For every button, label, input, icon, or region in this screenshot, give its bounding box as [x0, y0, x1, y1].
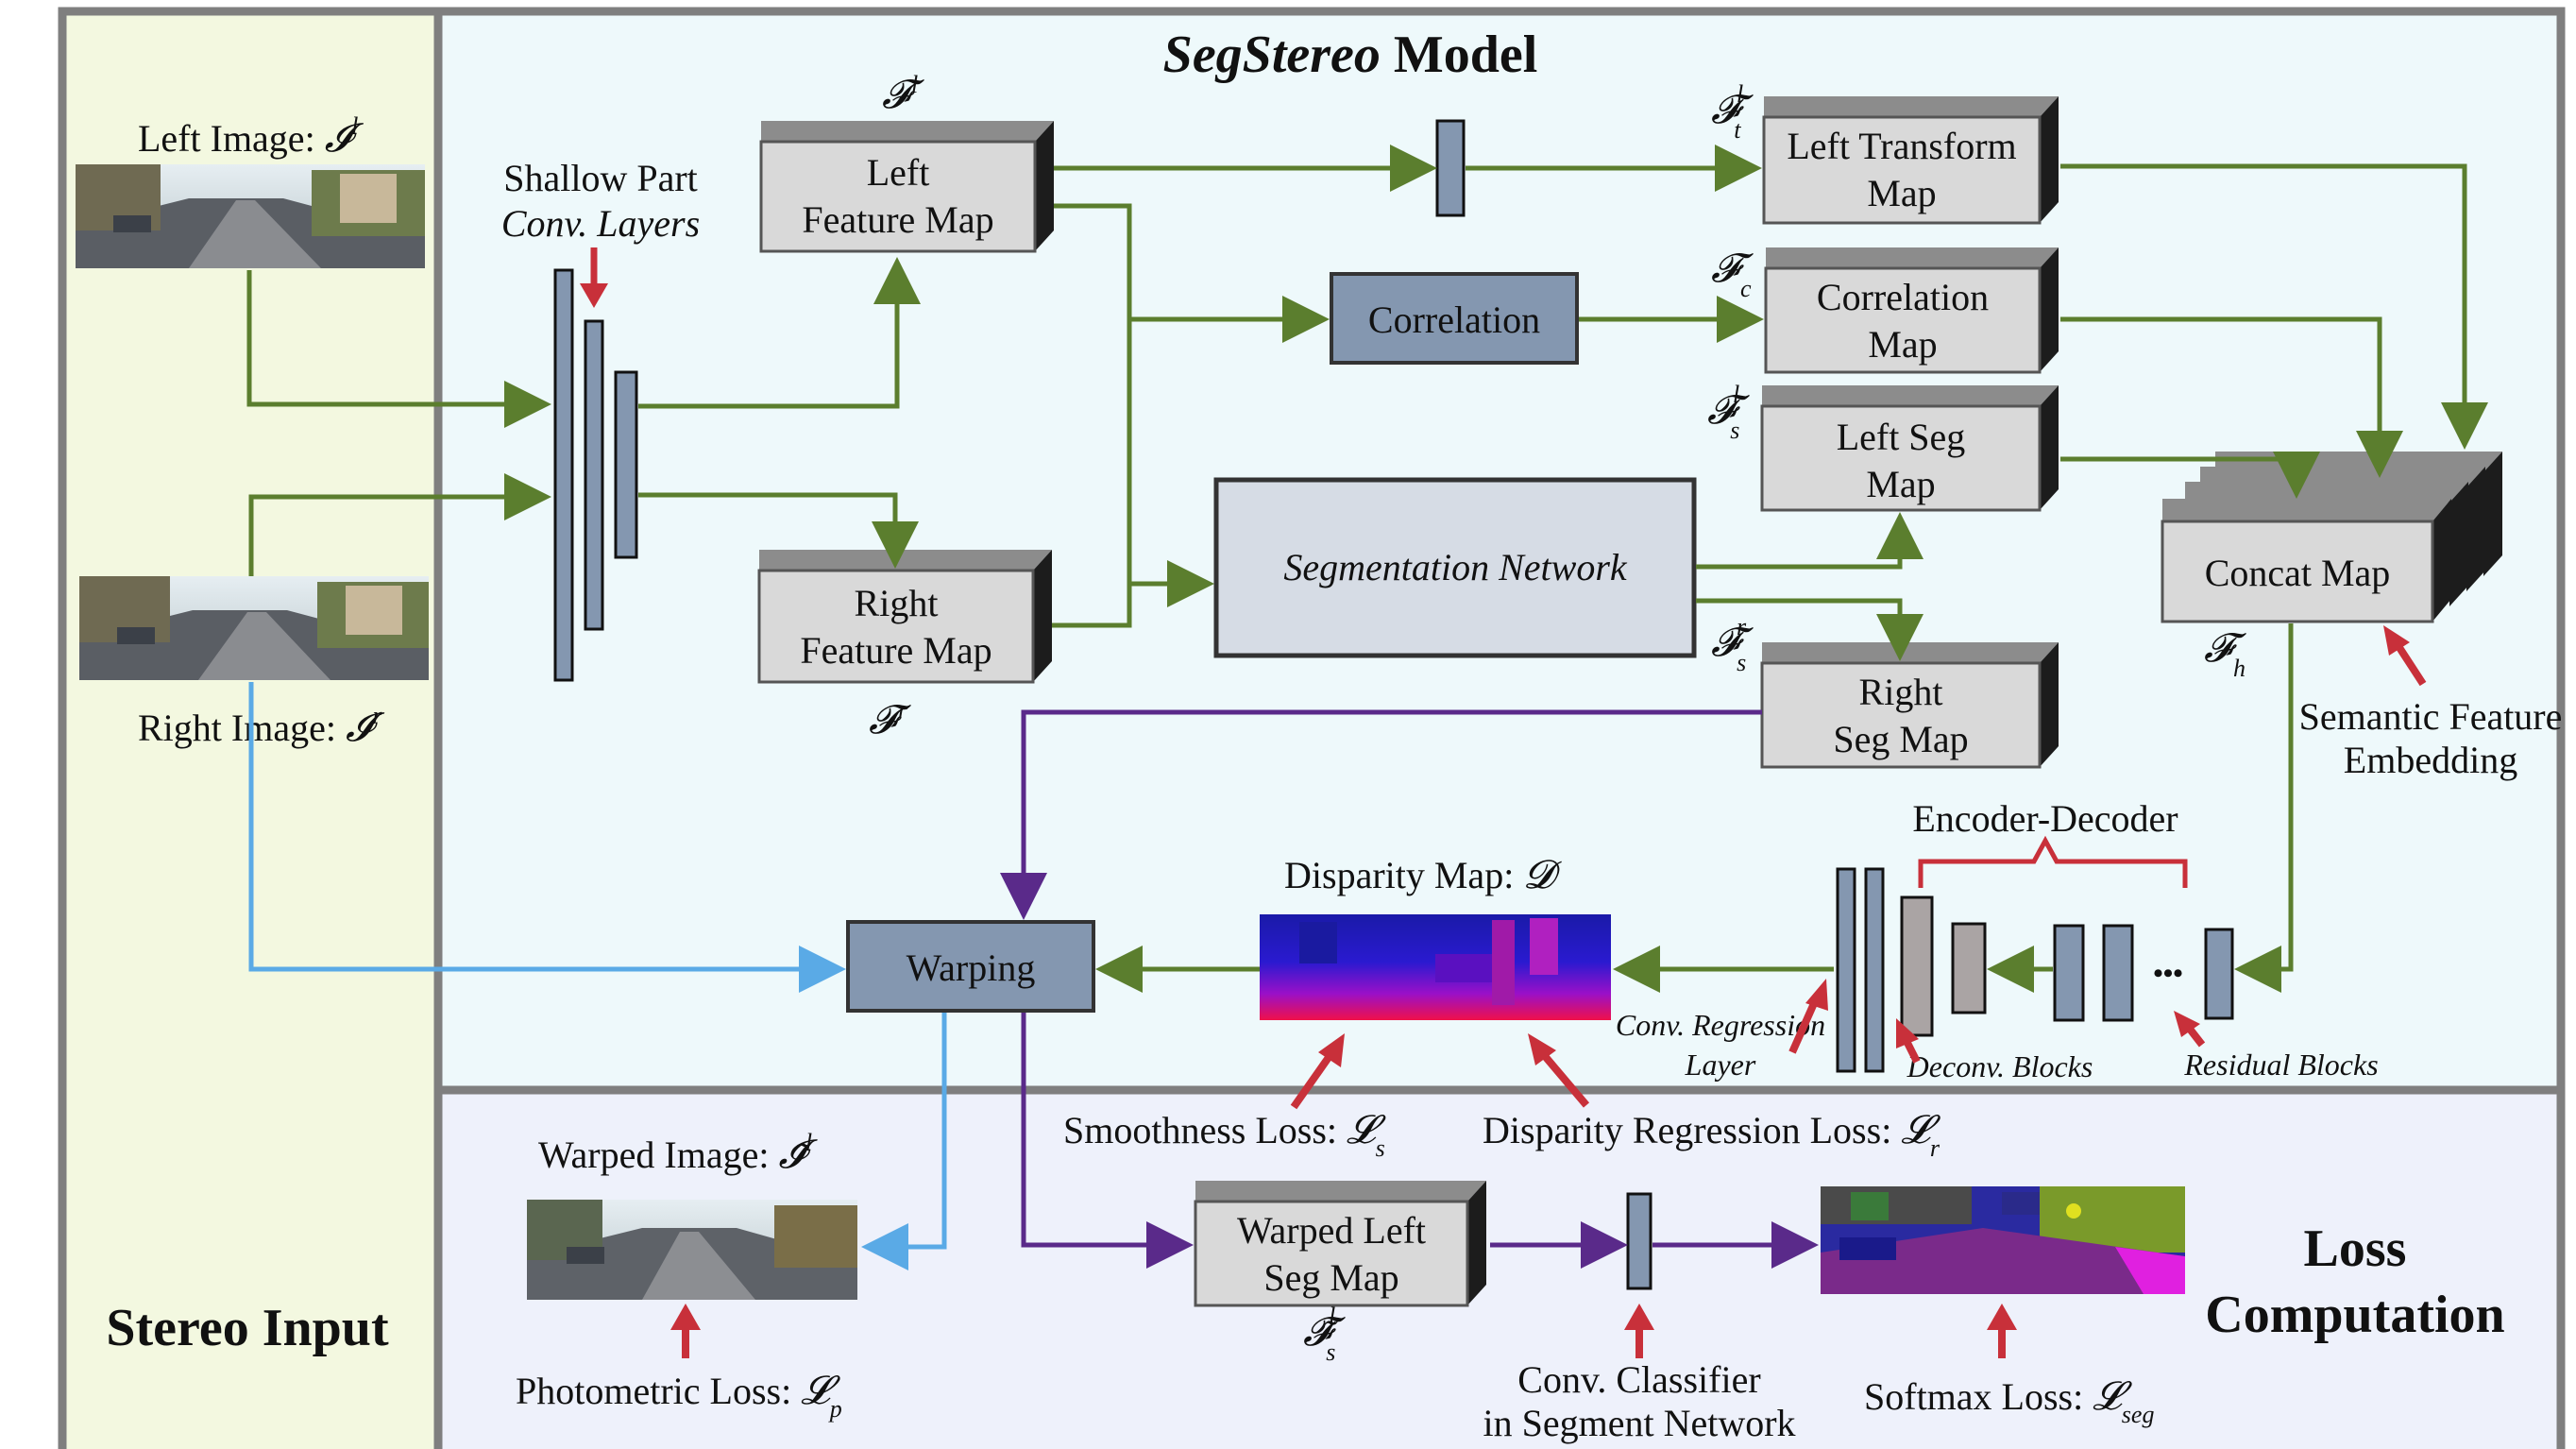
left-image-label: Left Image: 𝓘l [138, 112, 364, 161]
correlation-map-box [1764, 247, 2059, 374]
classifier-red-arrow [1624, 1304, 1654, 1358]
left-image-thumbnail [76, 164, 425, 268]
left-transform-map-line2: Map [1867, 172, 1936, 214]
conv-layers-label: Conv. Layers [501, 202, 700, 245]
green-connectors [246, 145, 2488, 993]
model-title-italic: SegStereo [1163, 26, 1381, 84]
conv-regression-layers [1836, 867, 1885, 1073]
correlation-map-line1: Correlation [1817, 276, 1989, 318]
model-title: SegStereo Model [1163, 26, 1538, 84]
loss-title-line2: Computation [2205, 1286, 2504, 1344]
right-seg-map-line1: Right [1859, 671, 1943, 713]
correlation-label: Correlation [1368, 298, 1540, 341]
photometric-red-arrow [670, 1304, 701, 1358]
warped-left-seg-map-box [1194, 1181, 1486, 1307]
right-seg-map-line2: Seg Map [1833, 718, 1968, 760]
conv-regression-line1: Conv. Regression [1616, 1008, 1825, 1042]
warped-left-seg-map-line1: Warped Left [1237, 1209, 1426, 1252]
right-image-label: Right Image: 𝓘r [138, 702, 385, 750]
left-transform-map-box [1762, 96, 2059, 225]
disparity-regression-red-arrow [1528, 1033, 1590, 1108]
residual-red-arrow [2174, 1011, 2206, 1048]
warped-image-thumbnail [527, 1200, 857, 1300]
left-feature-map-line2: Feature Map [802, 198, 993, 241]
left-feature-map-box [759, 121, 1054, 253]
transform-conv-block [1435, 119, 1466, 217]
left-seg-map-box [1760, 385, 2059, 512]
disparity-map-label: Disparity Map: 𝓓 [1284, 854, 1562, 897]
shallow-red-arrow [580, 247, 608, 308]
conv-classifier-line2: in Segment Network [1483, 1402, 1795, 1444]
semantic-embedding-red-arrow [2383, 625, 2427, 687]
smoothness-loss-label: Smoothness Loss: 𝓛s [1063, 1109, 1386, 1162]
correlation-box [1330, 272, 1579, 365]
model-title-rest: Model [1381, 26, 1537, 84]
segmentation-output-image [1821, 1186, 2185, 1294]
right-feature-map-box [757, 550, 1052, 684]
encoder-decoder-brace [1918, 835, 2188, 888]
concat-map-box [2161, 452, 2502, 623]
encoder-decoder-label: Encoder-Decoder [1912, 797, 2178, 840]
smoothness-red-arrow [1290, 1033, 1345, 1110]
correlation-map-line2: Map [1868, 323, 1937, 366]
residual-blocks-label: Residual Blocks [2183, 1048, 2378, 1082]
softmax-loss-label: Softmax Loss: 𝓛seg [1864, 1375, 2154, 1428]
right-feature-map-line2: Feature Map [800, 629, 991, 672]
warped-left-seg-map-line2: Seg Map [1263, 1256, 1398, 1299]
conv-classifier-block [1626, 1192, 1652, 1290]
disparity-map-image [1260, 914, 1611, 1020]
ellipsis-dots: ••• [2153, 958, 2183, 989]
shallow-part-label: Shallow Part [503, 157, 698, 199]
left-feature-map-line1: Left [867, 151, 930, 194]
segmentation-network-box [1213, 477, 1697, 658]
stereo-input-title: Stereo Input [106, 1299, 389, 1357]
shallow-conv-layers [553, 268, 638, 682]
left-seg-map-line2: Map [1866, 463, 1935, 505]
softmax-red-arrow [1987, 1304, 2017, 1358]
segmentation-network-label: Segmentation Network [1283, 546, 1628, 588]
right-image-thumbnail [79, 576, 429, 680]
residual-blocks [2053, 924, 2234, 1022]
semantic-embedding-line1: Semantic Feature [2299, 695, 2563, 738]
deconv-blocks [1900, 895, 1987, 1037]
warping-label: Warping [907, 946, 1036, 989]
semantic-embedding-line2: Embedding [2344, 739, 2517, 781]
regression-red-arrow [1788, 979, 1828, 1054]
warped-image-label: Warped Image: 𝓘̃l [538, 1129, 818, 1177]
conv-classifier-line1: Conv. Classifier [1517, 1358, 1760, 1401]
loss-title-line1: Loss [2304, 1219, 2407, 1278]
left-transform-map-line1: Left Transform [1787, 125, 2016, 167]
conv-regression-line2: Layer [1685, 1048, 1756, 1082]
deconv-blocks-label: Deconv. Blocks [1907, 1049, 2093, 1083]
deconv-red-arrow [1896, 1018, 1921, 1064]
blue-connectors [248, 682, 947, 1270]
left-seg-map-line1: Left Seg [1837, 416, 1966, 458]
concat-map-label: Concat Map [2205, 552, 2391, 594]
warping-box [846, 920, 1095, 1013]
purple-connectors [1000, 709, 1819, 1269]
right-feature-map-line1: Right [855, 582, 939, 624]
